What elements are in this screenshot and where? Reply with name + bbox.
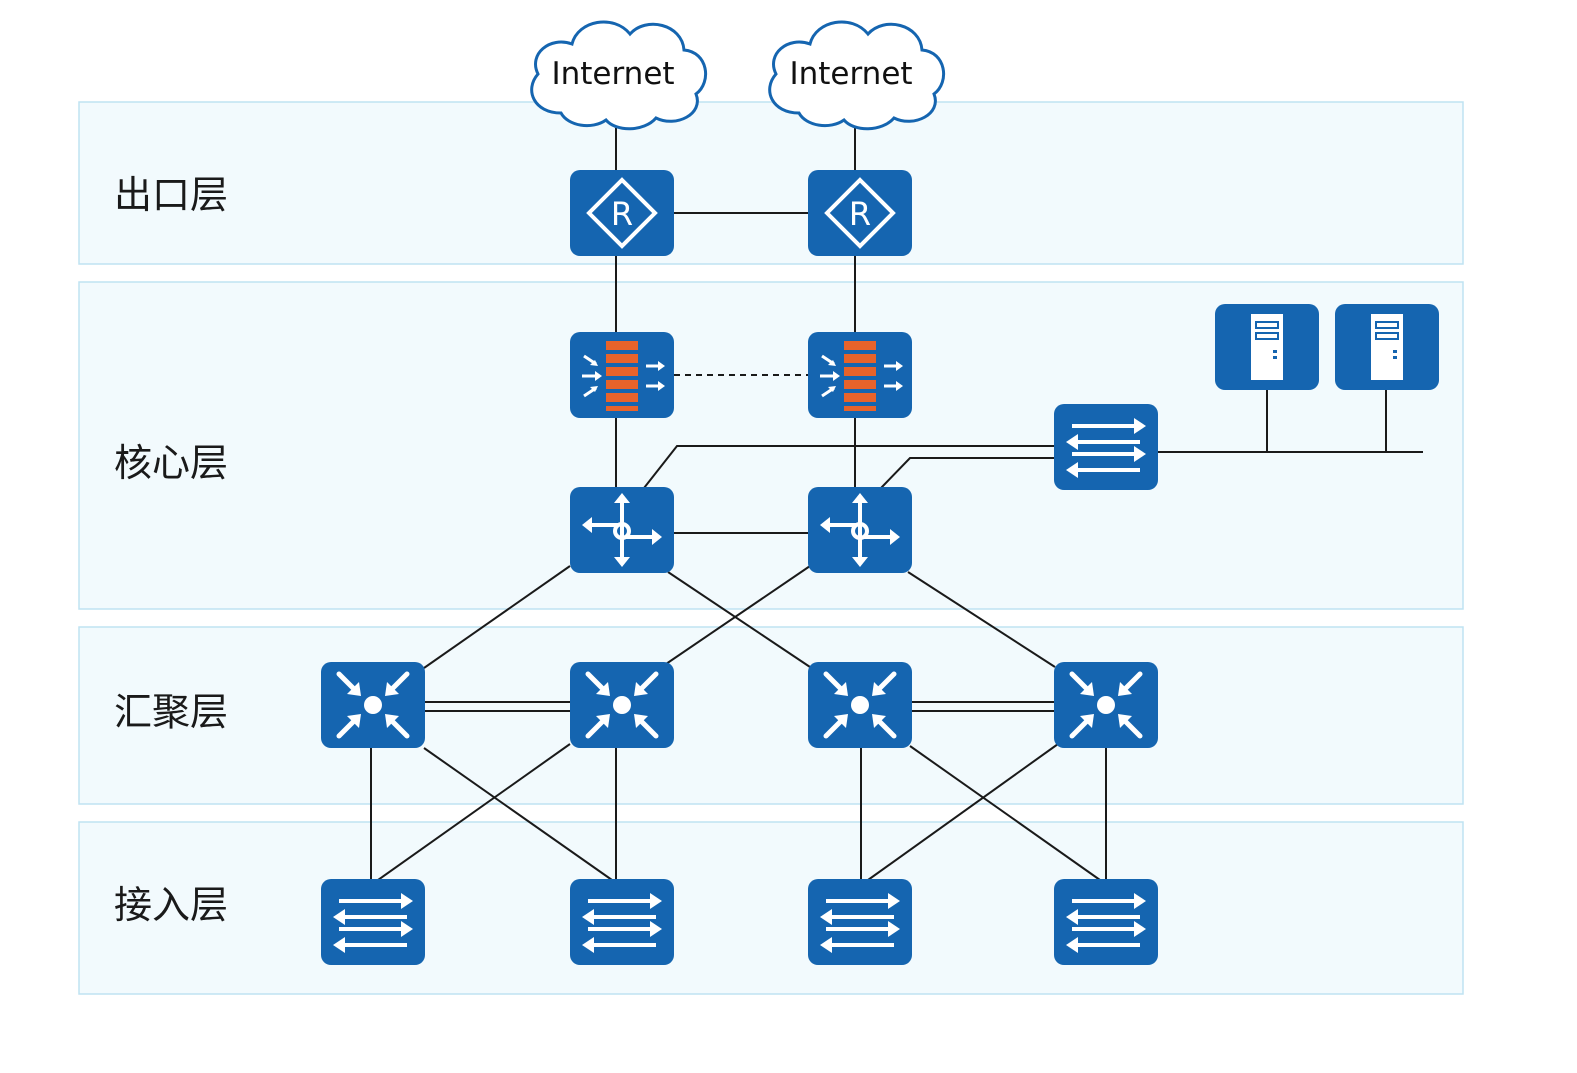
links [370, 128, 1423, 881]
firewall-icon [570, 332, 674, 418]
access-switch-icon [808, 879, 912, 965]
router-icon [570, 170, 674, 256]
link-core2-agg2 [665, 565, 811, 665]
link-core1-agg1 [423, 565, 571, 669]
aggregation-switch-icon [808, 662, 912, 748]
aggregation-switch-icon [570, 662, 674, 748]
link-core1-agg3 [667, 571, 811, 668]
server-icon [1335, 304, 1439, 390]
server-switch-icon [1054, 404, 1158, 490]
link-agg3-access4 [909, 745, 1101, 881]
link-core1-server-switch [643, 445, 1055, 489]
aggregation-switch-icon [321, 662, 425, 748]
link-core2-server-switch [880, 457, 1055, 489]
link-agg1-access2 [423, 747, 613, 881]
core-switch-icon [808, 487, 912, 573]
firewall-icon [808, 332, 912, 418]
layer-band-aggregation: 汇聚层 [78, 626, 1464, 805]
internet-cloud-label: Internet [551, 56, 674, 92]
internet-cloud-2: Internet [768, 20, 946, 131]
aggregation-switch-icon [1054, 662, 1158, 748]
link-agg2-access1 [377, 743, 571, 881]
link-agg4-access3 [867, 743, 1059, 881]
layer-band-egress: 出口层 [78, 101, 1464, 265]
layer-band-access: 接入层 [78, 821, 1464, 995]
access-switch-icon [321, 879, 425, 965]
access-switch-icon [570, 879, 674, 965]
internet-cloud-1: Internet [530, 20, 708, 131]
internet-cloud-label: Internet [789, 56, 912, 92]
layer-label-access: 接入层 [114, 883, 228, 927]
core-switch-icon [570, 487, 674, 573]
router-icon [808, 170, 912, 256]
access-switch-icon [1054, 879, 1158, 965]
link-core2-agg4 [907, 571, 1056, 668]
layer-label-core: 核心层 [114, 441, 228, 485]
layer-label-aggregation: 汇聚层 [114, 690, 228, 734]
layer-label-egress: 出口层 [114, 173, 228, 217]
server-icon [1215, 304, 1319, 390]
